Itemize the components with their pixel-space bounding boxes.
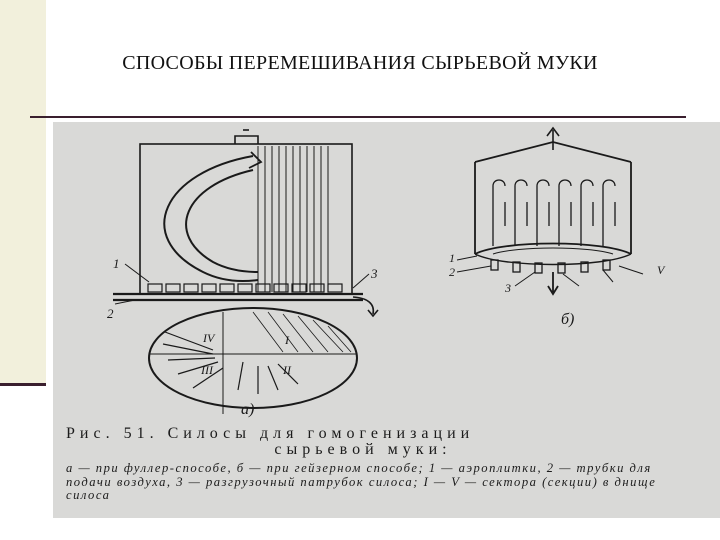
left-accent-bar bbox=[0, 0, 46, 385]
scanned-figure: 1 2 3 а) 1 2 3 б) I II III IV V bbox=[53, 122, 720, 518]
sector-label-1: I bbox=[284, 333, 290, 347]
slide-title: СПОСОБЫ ПЕРЕМЕШИВАНИЯ СЫРЬЕВОЙ МУКИ bbox=[122, 52, 598, 74]
sector-label-3: III bbox=[200, 363, 214, 377]
figure-caption: Рис. 51. Силосы для гомогенизации сырьев… bbox=[66, 425, 660, 503]
caption-body: а — при фуллер-способе, б — при гейзерно… bbox=[66, 461, 657, 502]
caption-line-1: Рис. 51. Силосы для гомогенизации bbox=[66, 425, 475, 442]
label-b-3: 3 bbox=[504, 281, 511, 295]
left-accent-underline bbox=[0, 383, 46, 386]
label-a-1: 1 bbox=[113, 256, 120, 271]
label-b-1: 1 bbox=[449, 251, 455, 265]
silo-diagrams: 1 2 3 а) 1 2 3 б) I II III IV V bbox=[107, 126, 666, 418]
sector-label-5: V bbox=[657, 263, 666, 277]
silo-diagram-a bbox=[113, 129, 379, 414]
label-a-sub: а) bbox=[241, 401, 254, 418]
label-b-sub: б) bbox=[561, 311, 574, 328]
title-rule bbox=[30, 116, 686, 118]
silo-diagram-b bbox=[456, 126, 644, 296]
sector-label-4: IV bbox=[202, 331, 216, 345]
label-b-2: 2 bbox=[449, 265, 455, 279]
label-a-3: 3 bbox=[370, 266, 378, 281]
sector-label-2: II bbox=[282, 363, 292, 377]
caption-line-2: сырьевой муки: bbox=[274, 441, 452, 458]
label-a-2: 2 bbox=[107, 306, 114, 321]
